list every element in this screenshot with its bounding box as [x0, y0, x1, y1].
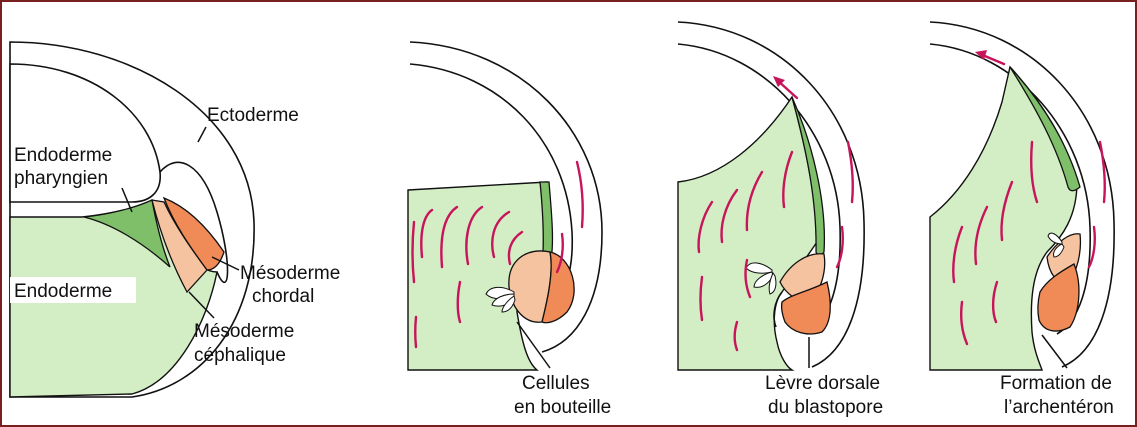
movement-arrow — [1100, 142, 1105, 202]
endoderme-label: Endoderme — [14, 281, 112, 302]
panel-3: Lèvre dorsale du blastopore — [678, 22, 883, 418]
panel-4: Formation de l’archentéron — [930, 22, 1114, 418]
formation-archenteron-label-2: l’archentéron — [1004, 397, 1114, 418]
levre-dorsale-label-1: Lèvre dorsale — [765, 373, 880, 394]
movement-arrow — [848, 142, 853, 202]
endoderme-pharyngien-label-2: pharyngien — [14, 168, 108, 189]
panel-2: Cellules en bouteille — [408, 42, 611, 418]
cellules-bouteille-label-1: Cellules — [522, 373, 590, 394]
endoderme-pharyngien-label-1: Endoderme — [14, 145, 112, 166]
movement-arrow — [415, 317, 416, 347]
movement-arrow — [577, 162, 583, 227]
mesoderme-chordal-label-1: Mésoderme — [240, 263, 340, 284]
ectoderme-label: Ectoderme — [207, 105, 299, 126]
panel-1: Ectoderme Endoderme pharyngien Endoderme… — [10, 42, 340, 397]
mesoderme-chordal-label-2: chordal — [252, 286, 314, 307]
mesoderme-cephalique-label-1: Mésoderme — [194, 321, 294, 342]
formation-archenteron-pointer — [1042, 335, 1067, 368]
levre-dorsale-label-2: du blastopore — [768, 397, 883, 418]
mesoderme-cephalique-label-2: céphalique — [194, 345, 286, 366]
cellules-bouteille-label-2: en bouteille — [514, 397, 611, 418]
chordal-mesoderm-region — [1038, 264, 1079, 331]
formation-archenteron-label-1: Formation de — [1000, 373, 1112, 394]
